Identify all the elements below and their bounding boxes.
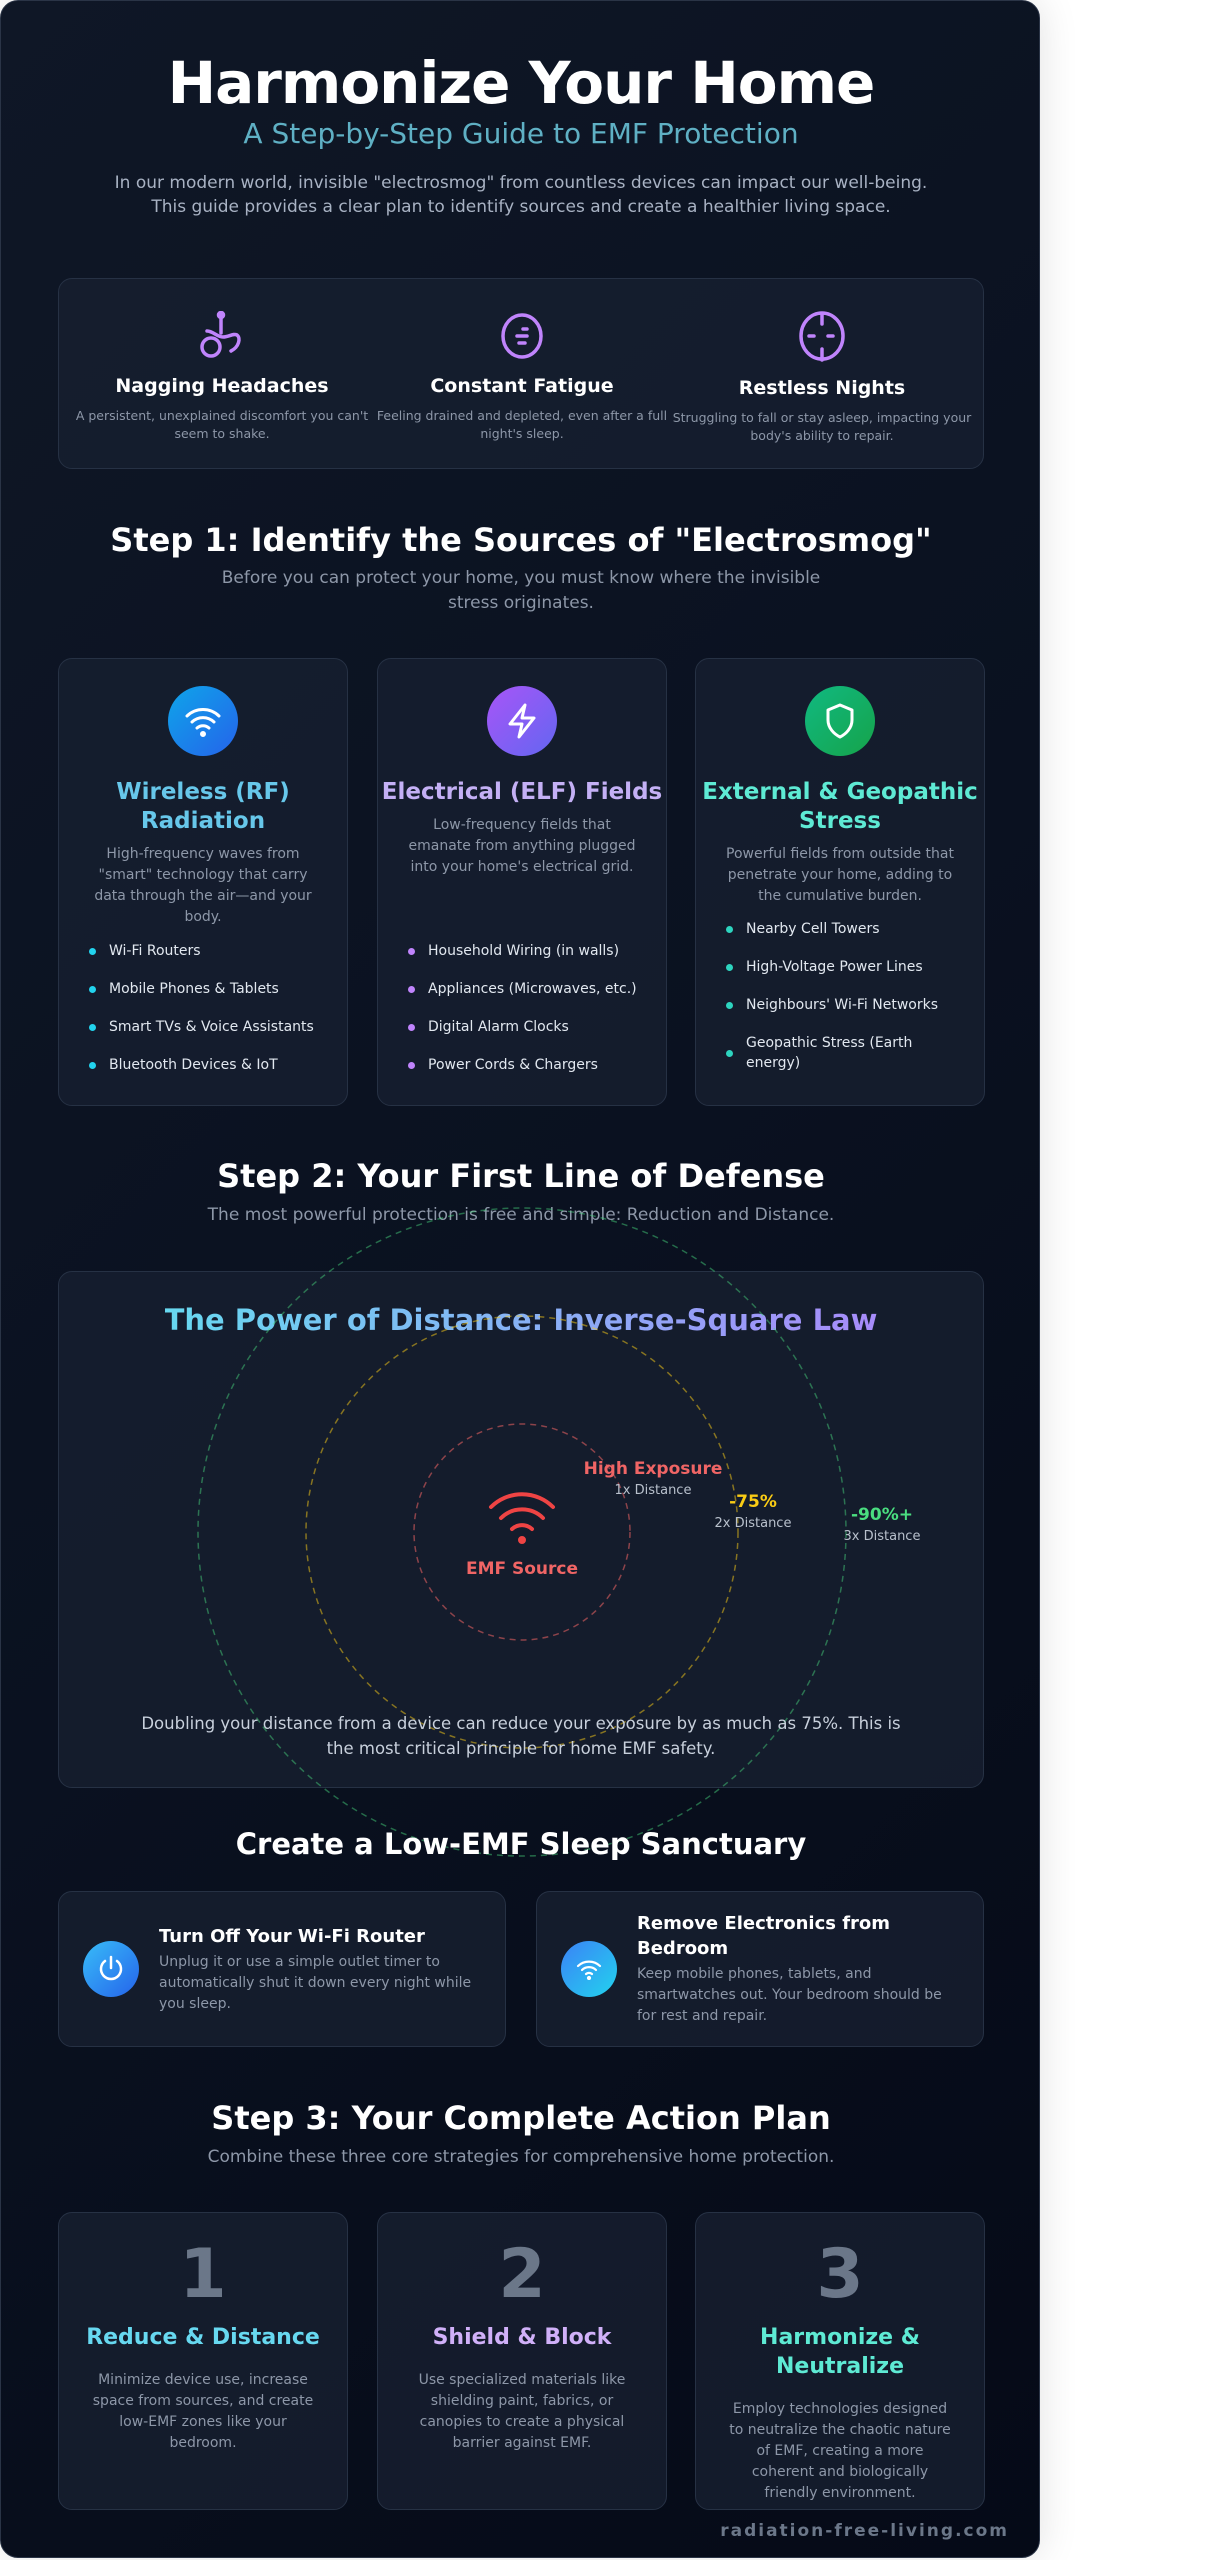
shield-icon [805, 686, 875, 756]
list-item: High-Voltage Power Lines [726, 957, 964, 977]
symptom-restless-nights: Restless Nights Struggling to fall or st… [672, 279, 972, 445]
symptom-desc: Struggling to fall or stay asleep, impac… [672, 410, 972, 443]
step2-subtitle: The most powerful protection is free and… [207, 1205, 835, 1225]
list-item: Smart TVs & Voice Assistants [89, 1017, 327, 1037]
action-number: 3 [816, 2235, 864, 2314]
distance-card [58, 1271, 984, 1788]
wifi-icon [168, 686, 238, 756]
symptom-title: Constant Fatigue [430, 375, 614, 397]
action-title: Harmonize & Neutralize [760, 2325, 920, 2379]
battery-low-icon [501, 313, 543, 359]
action-desc: Minimize device use, increase space from… [92, 2372, 314, 2451]
list-item: Household Wiring (in walls) [408, 941, 646, 961]
wifi-icon [489, 1492, 555, 1544]
intro-text: In our modern world, invisible "electros… [1, 171, 1039, 219]
ring-label-1x: High Exposure 1x Distance [583, 1459, 723, 1498]
distance-title: The Power of Distance: Inverse-Square La… [164, 1303, 878, 1337]
action-card-reduce: 1 Reduce & Distance Minimize device use,… [58, 2212, 348, 2510]
list-item: Digital Alarm Clocks [408, 1017, 646, 1037]
symptom-title: Nagging Headaches [115, 375, 329, 397]
symptom-headaches: Nagging Headaches A persistent, unexplai… [72, 279, 372, 443]
list-item: Bluetooth Devices & IoT [89, 1055, 327, 1075]
footer-site: radiation-free-living.com [720, 2521, 1009, 2541]
symptom-desc: A persistent, unexplained discomfort you… [75, 408, 369, 441]
tip-desc: Keep mobile phones, tablets, and smartwa… [637, 1966, 942, 2024]
tip-title: Turn Off Your Wi-Fi Router [159, 1925, 425, 1947]
power-icon [83, 1941, 139, 1997]
ring-label-2x: -75% 2x Distance [714, 1492, 792, 1531]
action-number: 2 [498, 2235, 546, 2314]
page-subtitle: A Step-by-Step Guide to EMF Protection [243, 117, 799, 150]
step3-heading: Step 3: Your Complete Action Plan [211, 2099, 831, 2137]
intro-line: This guide provides a clear plan to iden… [151, 197, 891, 217]
action-card-shield: 2 Shield & Block Use specialized materia… [377, 2212, 667, 2510]
source-desc: Low-frequency fields that emanate from a… [408, 817, 636, 875]
source-title: External & Geopathic Stress [702, 779, 978, 834]
symptom-fatigue: Constant Fatigue Feeling drained and dep… [372, 279, 672, 443]
source-desc: Powerful fields from outside that penetr… [726, 846, 954, 904]
moon-clock-icon [799, 311, 845, 362]
intro-line: In our modern world, invisible "electros… [114, 173, 928, 193]
source-card-electrical: Electrical (ELF) Fields Low-frequency fi… [377, 658, 667, 1106]
source-card-wireless: Wireless (RF) Radiation High-frequency w… [58, 658, 348, 1106]
list-item: Geopathic Stress (Earth energy) [726, 1033, 964, 1073]
source-list: Wi-Fi Routers Mobile Phones & Tablets Sm… [89, 941, 327, 1093]
symptoms-card: Nagging Headaches A persistent, unexplai… [58, 278, 984, 469]
symptom-desc: Feeling drained and depleted, even after… [376, 408, 668, 441]
symptom-title: Restless Nights [738, 377, 906, 399]
ring-2x [305, 1315, 739, 1749]
emf-source-label: EMF Source [465, 1559, 579, 1579]
step2-heading: Step 2: Your First Line of Defense [217, 1157, 825, 1195]
ring-3x [197, 1207, 847, 1857]
ring-label-3x: -90%+ 3x Distance [843, 1505, 921, 1544]
head-icon [200, 310, 241, 358]
action-title: Reduce & Distance [86, 2325, 320, 2350]
source-title: Wireless (RF) Radiation [116, 779, 290, 834]
ring-1x [413, 1423, 631, 1641]
list-item: Mobile Phones & Tablets [89, 979, 327, 999]
step1-heading: Step 1: Identify the Sources of "Electro… [110, 521, 932, 559]
action-number: 1 [179, 2235, 227, 2314]
tip-desc: Unplug it or use a simple outlet timer t… [159, 1953, 472, 2012]
action-title: Shield & Block [432, 2325, 612, 2350]
source-list: Household Wiring (in walls) Appliances (… [408, 941, 646, 1093]
list-item: Appliances (Microwaves, etc.) [408, 979, 646, 999]
action-card-harmonize: 3 Harmonize & Neutralize Employ technolo… [695, 2212, 985, 2510]
step3-subtitle: Combine these three core strategies for … [207, 2147, 835, 2167]
source-card-external: External & Geopathic Stress Powerful fie… [695, 658, 985, 1106]
list-item: Power Cords & Chargers [408, 1055, 646, 1075]
sanctuary-heading: Create a Low-EMF Sleep Sanctuary [235, 1827, 807, 1861]
lightning-icon [487, 686, 557, 756]
list-item: Nearby Cell Towers [726, 919, 964, 939]
page-title: Harmonize Your Home [167, 49, 876, 117]
source-list: Nearby Cell Towers High-Voltage Power Li… [726, 919, 964, 1091]
source-title: Electrical (ELF) Fields [381, 779, 663, 805]
action-desc: Use specialized materials like shielding… [418, 2372, 626, 2451]
distance-caption: Doubling your distance from a device can… [141, 1714, 901, 1758]
infographic-panel: Harmonize Your Home A Step-by-Step Guide… [0, 0, 1040, 2558]
wifi-icon [561, 1941, 617, 1997]
distance-rings [197, 1207, 847, 1857]
list-item: Wi-Fi Routers [89, 941, 327, 961]
list-item: Neighbours' Wi-Fi Networks [726, 995, 964, 1015]
source-desc: High-frequency waves from "smart" techno… [94, 846, 312, 925]
step1-subtitle: Before you can protect your home, you mu… [221, 568, 821, 613]
action-desc: Employ technologies designed to neutrali… [729, 2401, 951, 2501]
tip-title: Remove Electronics from Bedroom [637, 1913, 891, 1959]
